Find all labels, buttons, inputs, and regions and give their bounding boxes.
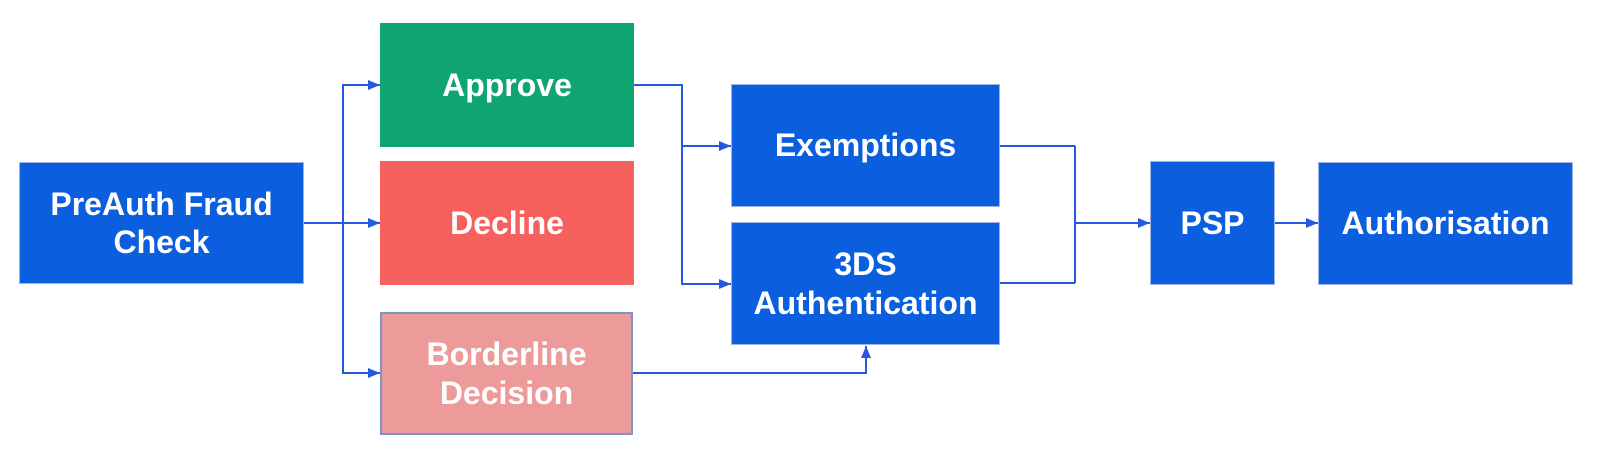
edge-approve-3ds — [634, 84, 731, 289]
node-exemptions: Exemptions — [731, 84, 1000, 207]
node-preauth-fraud-check: PreAuth Fraud Check — [19, 162, 304, 284]
node-borderline-decision: Borderline Decision — [380, 312, 633, 435]
node-decline-label: Decline — [450, 204, 564, 241]
node-borderline-label: Borderline Decision — [426, 336, 587, 411]
edge-borderline-3ds — [633, 346, 871, 374]
node-psp: PSP — [1150, 161, 1275, 285]
node-exemptions-label: Exemptions — [774, 127, 957, 164]
node-authorisation-label: Authorisation — [1341, 205, 1550, 242]
node-approve-label: Approve — [442, 66, 572, 103]
node-preauth-label: PreAuth Fraud Check — [50, 185, 273, 260]
edge-preauth-approve — [342, 80, 380, 223]
node-psp-label: PSP — [1180, 204, 1245, 241]
node-approve: Approve — [380, 23, 634, 147]
node-authorisation: Authorisation — [1318, 162, 1573, 285]
node-3ds-authentication: 3DS Authentication — [731, 222, 1000, 345]
edge-preauth-borderline — [342, 223, 380, 378]
node-decline: Decline — [380, 161, 634, 285]
node-3ds-label: 3DS Authentication — [753, 246, 978, 321]
